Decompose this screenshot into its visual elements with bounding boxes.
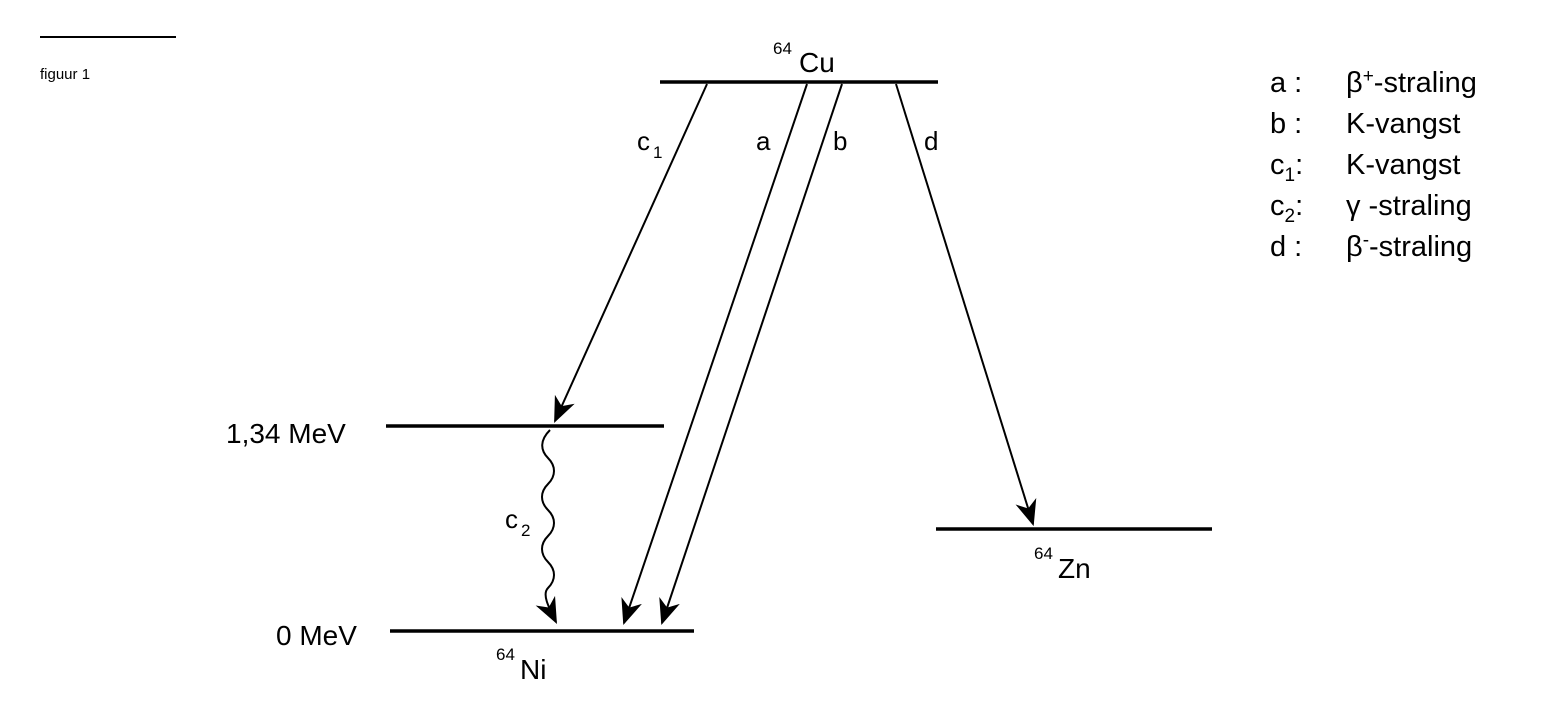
zn-label: 64 Zn xyxy=(1034,544,1091,584)
svg-text:2: 2 xyxy=(521,521,530,540)
svg-text:1: 1 xyxy=(653,143,662,162)
legend-row-b: b : K-vangst xyxy=(1270,108,1460,140)
energy-label-ground: 0 MeV xyxy=(276,620,357,651)
transition-d-label: d xyxy=(924,126,938,156)
svg-text:Cu: Cu xyxy=(799,47,835,78)
transition-a-label: a xyxy=(756,126,771,156)
svg-text:c2:: c2: xyxy=(1270,190,1303,227)
transition-d-arrow xyxy=(895,83,1037,527)
svg-text:K-vangst: K-vangst xyxy=(1346,149,1460,181)
figure-label: figuur 1 xyxy=(40,66,90,83)
svg-text:64: 64 xyxy=(1034,544,1053,563)
transition-b-arrow xyxy=(659,83,843,626)
svg-text:64: 64 xyxy=(773,39,792,58)
legend-row-c1: c1: K-vangst xyxy=(1270,149,1460,186)
ni-label: 64 Ni xyxy=(496,645,546,685)
svg-text:β--straling: β--straling xyxy=(1346,230,1472,263)
transition-b-label: b xyxy=(833,126,847,156)
svg-text:Zn: Zn xyxy=(1058,553,1091,584)
svg-text:c: c xyxy=(505,504,518,534)
svg-text:c1:: c1: xyxy=(1270,149,1303,186)
transition-c2-label: c 2 xyxy=(505,504,530,540)
svg-text:γ -straling: γ -straling xyxy=(1346,190,1472,222)
svg-text:a :: a : xyxy=(1270,67,1302,99)
transition-c2-wavy-arrow xyxy=(535,429,557,624)
legend-row-c2: c2: γ -straling xyxy=(1270,190,1472,227)
transition-c1-label: c 1 xyxy=(637,126,662,162)
svg-text:64: 64 xyxy=(496,645,515,664)
svg-text:Ni: Ni xyxy=(520,654,546,685)
svg-text:b :: b : xyxy=(1270,108,1302,140)
legend-row-a: a : β+-straling xyxy=(1270,66,1477,99)
svg-text:K-vangst: K-vangst xyxy=(1346,108,1460,140)
legend-row-d: d : β--straling xyxy=(1270,230,1472,263)
transition-a-arrow xyxy=(621,83,808,626)
energy-label-excited: 1,34 MeV xyxy=(226,418,346,449)
transition-c1-arrow xyxy=(554,83,708,423)
svg-text:β+-straling: β+-straling xyxy=(1346,66,1477,99)
cu-label: 64 Cu xyxy=(773,39,835,78)
svg-text:d :: d : xyxy=(1270,231,1302,263)
svg-text:c: c xyxy=(637,126,650,156)
legend: a : β+-straling b : K-vangst c1: K-vangs… xyxy=(1270,66,1477,263)
